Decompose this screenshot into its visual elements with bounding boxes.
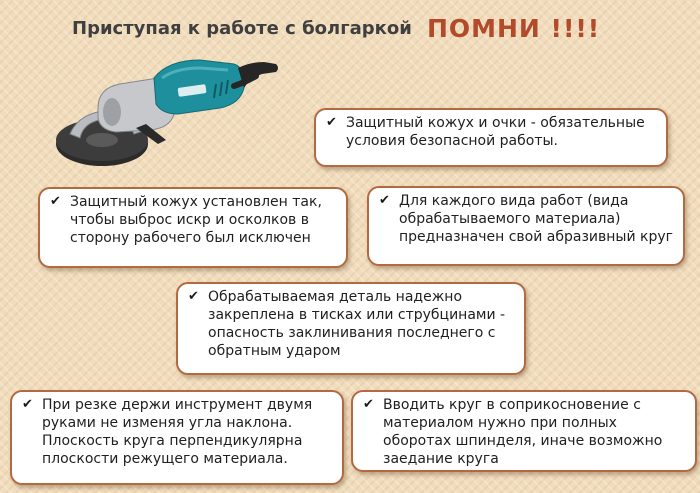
rule-text: Для каждого вида работ (вида обрабатывае… [399,193,674,245]
checkmark-icon: ✔ [50,194,61,209]
rule-card-abrasive-disc: ✔ Для каждого вида работ (вида обрабатыв… [367,186,685,266]
rule-card-full-speed: ✔ Вводить круг в соприкосновение с матер… [351,390,697,472]
rule-text: Вводить круг в соприкосновение с материа… [383,397,663,467]
rule-text: Обрабатываемая деталь надежно закреплена… [208,289,506,359]
rule-card-guard-position: ✔ Защитный кожух установлен так, чтобы в… [38,187,348,268]
checkmark-icon: ✔ [188,289,199,304]
title-text: Приступая к работе с болгаркой [72,18,412,39]
angle-grinder-icon [56,59,278,166]
checkmark-icon: ✔ [22,397,33,412]
rule-card-two-hands: ✔ При резке держи инструмент двумя рукам… [10,390,344,485]
page-title: Приступая к работе с болгаркой ПОМНИ !!!… [72,14,600,43]
rule-text: Защитный кожух и очки - обязательные усл… [346,115,645,149]
rule-card-protective-gear: ✔ Защитный кожух и очки - обязательные у… [314,108,668,167]
rule-text: При резке держи инструмент двумя руками … [42,397,313,467]
rule-text: Защитный кожух установлен так, чтобы выб… [70,194,322,246]
title-accent: ПОМНИ !!!! [426,14,601,43]
checkmark-icon: ✔ [326,115,337,130]
checkmark-icon: ✔ [379,193,390,208]
rule-card-workpiece-clamp: ✔ Обрабатываемая деталь надежно закрепле… [176,282,526,375]
checkmark-icon: ✔ [363,397,374,412]
